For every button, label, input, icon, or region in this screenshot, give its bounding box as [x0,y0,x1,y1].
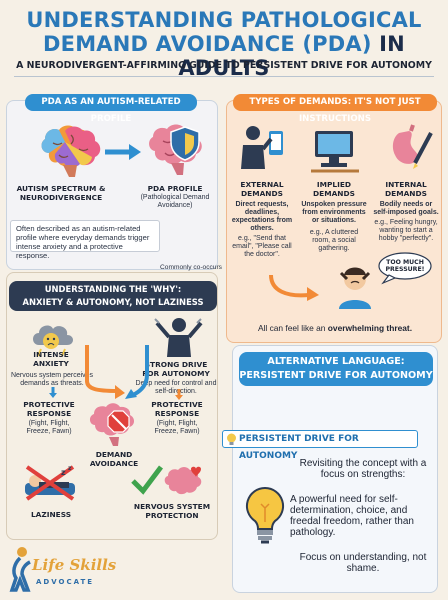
implied-demands-title: IMPLIED DEMANDS [313,180,355,198]
header-divider [14,76,434,77]
small-lightbulb-icon [227,433,236,445]
intense-anxiety-title: INTENSE ANXIETY [33,350,69,368]
why-panel-header: UNDERSTANDING THE 'WHY': ANXIETY & AUTON… [9,281,217,311]
autism-spectrum-label: AUTISM SPECTRUM & NEURODIVERGENCE [16,184,106,202]
storm-cloud-icon [33,325,73,357]
svg-text:z: z [61,468,66,477]
svg-text:z: z [68,465,72,472]
protective-response-right-title: PROTECTIVE RESPONSE [151,400,203,418]
persistent-drive-bubble: PERSISTENT DRIVE FOR AUTONOMY [222,430,418,461]
internal-demands-example: e.g., Feeling hungry, wanting to start a… [374,219,438,242]
why-panel: UNDERSTANDING THE 'WHY': ANXIETY & AUTON… [6,272,218,540]
demand-avoidance-label: DEMAND AVOIDANCE [89,450,139,468]
intense-anxiety-desc: Nervous system perceives demands as thre… [10,372,94,387]
demand-types-header: TYPES OF DEMANDS: IT'S NOT JUST INSTRUCT… [233,94,437,124]
alt-header-line-1: ALTERNATIVE LANGUAGE: [267,356,405,367]
external-demands-example: e.g., "Send that email", "Please call th… [232,235,292,258]
breaking-chains-icon [154,318,203,357]
threat-caption-bold: overwhelming threat. [327,323,413,333]
nervous-system-protection-label: NERVOUS SYSTEM PROTECTION [133,502,211,520]
person-phone-icon [241,126,283,169]
brain-stop-icon [89,403,135,446]
laziness-label: LAZINESS [30,510,72,519]
profile-note: Often described as an autism-related pro… [10,220,160,260]
why-header-line-1: UNDERSTANDING THE 'WHY': [44,284,182,294]
protective-response-left-desc: (Fight, Flight, Freeze, Fawn) [26,420,72,435]
threat-caption: All can feel like an overwhelming threat… [227,323,443,333]
brain-shield-icon [149,124,202,175]
implied-demands-example: e.g., A cluttered room, a social gatheri… [309,229,359,252]
implied-demands-desc: Unspoken pressure from environments or s… [301,201,367,224]
stomach-pencil-icon [392,124,433,169]
computer-mess-icon [311,131,359,173]
page-subtitle: A NEURODIVERGENT-AFFIRMING GUIDE TO PERS… [16,60,432,71]
persistent-drive-bubble-text: PERSISTENT DRIVE FOR AUTONOMY [239,434,359,461]
strong-drive-desc: Deep need for control and self-direction… [135,380,217,395]
internal-demands-desc: Bodily needs or self-imposed goals. [373,201,439,216]
strong-drive-title: STRONG DRIVE FOR AUTONOMY [142,360,210,378]
alt-paragraph-1: Revisiting the concept with a focus on s… [299,458,427,480]
protective-response-right-desc: (Fight, Flight, Freeze, Fawn) [154,420,200,435]
stressed-person-icon [339,267,371,309]
why-header-line-2: ANXIETY & AUTONOMY, NOT LAZINESS [22,297,204,307]
internal-demands-title: INTERNAL DEMANDS [385,180,427,198]
profile-panel-header: PDA AS AN AUTISM-RELATED PROFILE [25,94,197,124]
alternative-language-panel: ALTERNATIVE LANGUAGE: PERSISTENT DRIVE F… [232,345,438,593]
curved-arrow-icon [269,274,319,301]
alt-header-line-2: PERSISTENT DRIVE FOR AUTONOMY [239,370,433,381]
alt-paragraph-3: Focus on understanding, not shame. [299,552,427,574]
alt-paragraph-2: A powerful need for self-determination, … [290,494,414,538]
laziness-crossed-icon: z z [25,465,75,501]
external-demands-title: EXTERNAL DEMANDS [240,180,284,198]
demand-types-panel: TYPES OF DEMANDS: IT'S NOT JUST INSTRUCT… [226,94,443,343]
logo-name: Life Skills [32,556,117,574]
check-heart-brain-icon [131,465,202,495]
pressure-speech-bubble [378,252,432,285]
pda-profile-sublabel: (Pathological Demand Avoidance) [140,194,210,209]
title-line-2-blue: DEMAND AVOIDANCE (PDA) [43,32,372,56]
right-arrow-icon [105,144,141,160]
title-line-1: UNDERSTANDING PATHOLOGICAL [26,8,422,32]
title-line-2: DEMAND AVOIDANCE (PDA) IN ADULTS [0,32,448,80]
page-title: UNDERSTANDING PATHOLOGICAL DEMAND AVOIDA… [0,8,448,80]
protective-response-left-title: PROTECTIVE RESPONSE [23,400,75,418]
pda-profile-label: PDA PROFILE [147,184,203,193]
threat-caption-pre: All can feel like an [257,323,328,333]
colorful-brain-icon [41,125,101,177]
life-skills-logo-icon [9,547,31,592]
lightbulb-icon [245,486,285,544]
flow-arrows [49,345,183,400]
logo-subtitle: ADVOCATE [36,578,95,586]
external-demands-desc: Direct requests, deadlines, expectations… [231,201,293,232]
alternative-language-header: ALTERNATIVE LANGUAGE: PERSISTENT DRIVE F… [239,352,433,386]
pressure-text: TOO MUCH PRESSURE! [385,259,425,273]
